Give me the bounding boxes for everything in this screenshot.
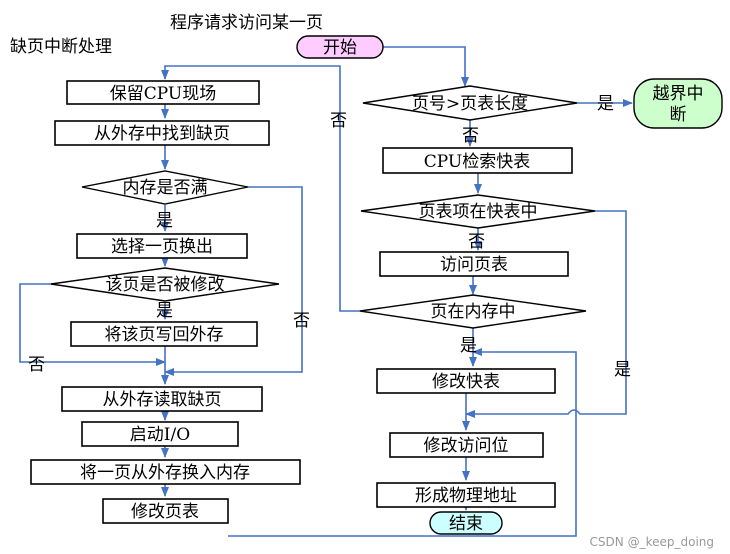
cpu-search-tlb-label: CPU检索快表 — [424, 152, 530, 172]
end-terminator — [429, 511, 503, 535]
select-victim-box — [76, 233, 248, 259]
arrow-page-fault — [161, 65, 360, 312]
save-cpu-label: 保留CPU现场 — [110, 84, 216, 104]
update-tlb-label: 修改快表 — [432, 372, 500, 392]
end-label: 结束 — [449, 514, 483, 534]
access-page-table-box — [379, 251, 569, 277]
find-page-label: 从外存中找到缺页 — [94, 124, 230, 144]
label-yes-in-tlb: 是 — [614, 360, 631, 380]
select-victim-label: 选择一页换出 — [111, 237, 213, 257]
watermark: CSDN @_keep_doing — [590, 535, 714, 549]
save-cpu-box — [66, 80, 260, 105]
form-physical-addr-box — [376, 482, 556, 508]
request-title: 程序请求访问某一页 — [170, 13, 323, 33]
access-page-table-label: 访问页表 — [440, 255, 508, 275]
find-page-box — [54, 120, 270, 146]
start-io-label: 启动I/O — [130, 425, 190, 445]
swap-in-label: 将一页从外存换入内存 — [80, 463, 250, 483]
write-back-label: 将该页写回外存 — [105, 325, 224, 345]
label-no-page-number: 否 — [462, 126, 479, 146]
decision-in-tlb — [360, 194, 596, 229]
decision-in-tlb-label: 页表项在快表中 — [419, 202, 538, 222]
start-io-box — [81, 421, 239, 447]
label-yes-memory-full: 是 — [156, 211, 173, 231]
label-yes-out-of-bounds: 是 — [597, 94, 614, 114]
label-no-memory-full: 否 — [293, 311, 310, 331]
fault-handling-title: 缺页中断处理 — [10, 37, 112, 57]
cpu-search-tlb-box — [382, 147, 573, 174]
update-access-bit-box — [389, 432, 544, 458]
label-yes-in-memory: 是 — [460, 336, 477, 356]
update-access-bit-label: 修改访问位 — [424, 436, 509, 456]
branch-labels: 是 否 否 是 是 否 是 否 是 否 — [28, 94, 631, 380]
read-page-label: 从外存读取缺页 — [103, 390, 222, 410]
decision-in-memory-label: 页在内存中 — [431, 302, 516, 322]
start-label: 开始 — [323, 38, 357, 58]
arrow-mem-not-full — [164, 186, 303, 376]
decision-in-memory — [359, 294, 587, 329]
form-physical-addr-label: 形成物理地址 — [415, 486, 517, 506]
out-of-bounds-line1: 越界中 — [653, 84, 704, 104]
start-terminator — [296, 35, 384, 59]
swap-in-box — [30, 459, 301, 485]
decision-page-modified-label: 该页是否被修改 — [106, 275, 225, 295]
out-of-bounds-interrupt — [633, 78, 723, 129]
decision-page-number — [362, 85, 578, 121]
decision-memory-full — [81, 170, 249, 205]
label-no-modified: 否 — [28, 355, 45, 375]
update-page-table-label: 修改页表 — [131, 502, 199, 522]
label-yes-modified: 是 — [156, 301, 173, 321]
update-page-table-box — [102, 498, 229, 524]
decision-memory-full-label: 内存是否满 — [123, 178, 208, 198]
arrow-start-to-check — [383, 46, 469, 87]
arrow-return-to-right — [228, 348, 577, 537]
read-page-box — [61, 386, 263, 412]
out-of-bounds-line2: 断 — [670, 105, 687, 125]
decision-page-modified — [50, 267, 280, 302]
write-back-box — [70, 321, 258, 347]
label-no-in-memory: 否 — [330, 111, 347, 131]
update-tlb-box — [376, 368, 556, 394]
label-no-in-tlb: 否 — [468, 232, 485, 252]
decision-page-number-label: 页号>页表长度 — [412, 94, 528, 114]
